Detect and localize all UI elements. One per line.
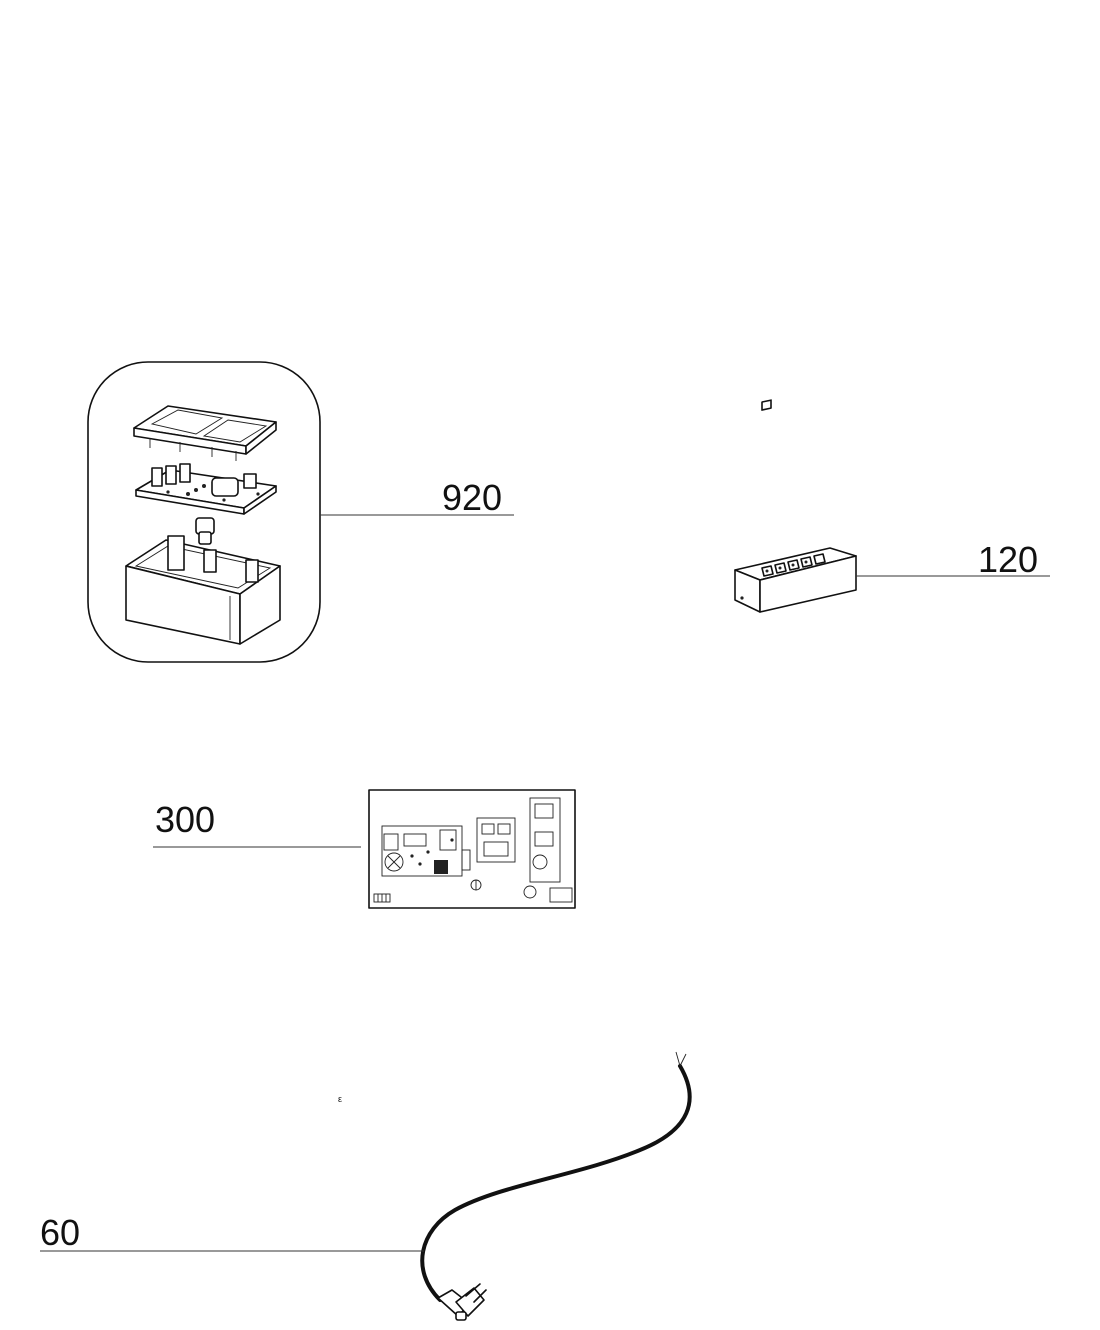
callout-label-120: 120: [978, 539, 1038, 580]
part-control-module[interactable]: 920: [87, 361, 514, 663]
switch-buttons: [761, 399, 826, 577]
connector-plug: [195, 517, 215, 545]
plug-head: [437, 1283, 487, 1321]
callout-label-60: 60: [40, 1212, 80, 1253]
callout-label-300: 300: [155, 799, 215, 840]
part-circuit-board[interactable]: 300: [153, 789, 576, 909]
part-power-cable[interactable]: 60: [40, 1051, 692, 1321]
cable-wire: [420, 1064, 692, 1302]
callout-label-920: 920: [442, 477, 502, 518]
stray-mark: ε: [338, 1094, 342, 1104]
cover-lid: [133, 405, 277, 461]
cable-wire-end: [675, 1051, 687, 1067]
display-board: [373, 797, 573, 903]
pcb-module: [135, 463, 277, 515]
callout-frame: [87, 361, 321, 663]
housing-box: [125, 535, 281, 645]
main-board: [381, 825, 471, 877]
part-switch-bar[interactable]: 120: [734, 399, 1050, 613]
aux-board: [470, 817, 516, 891]
